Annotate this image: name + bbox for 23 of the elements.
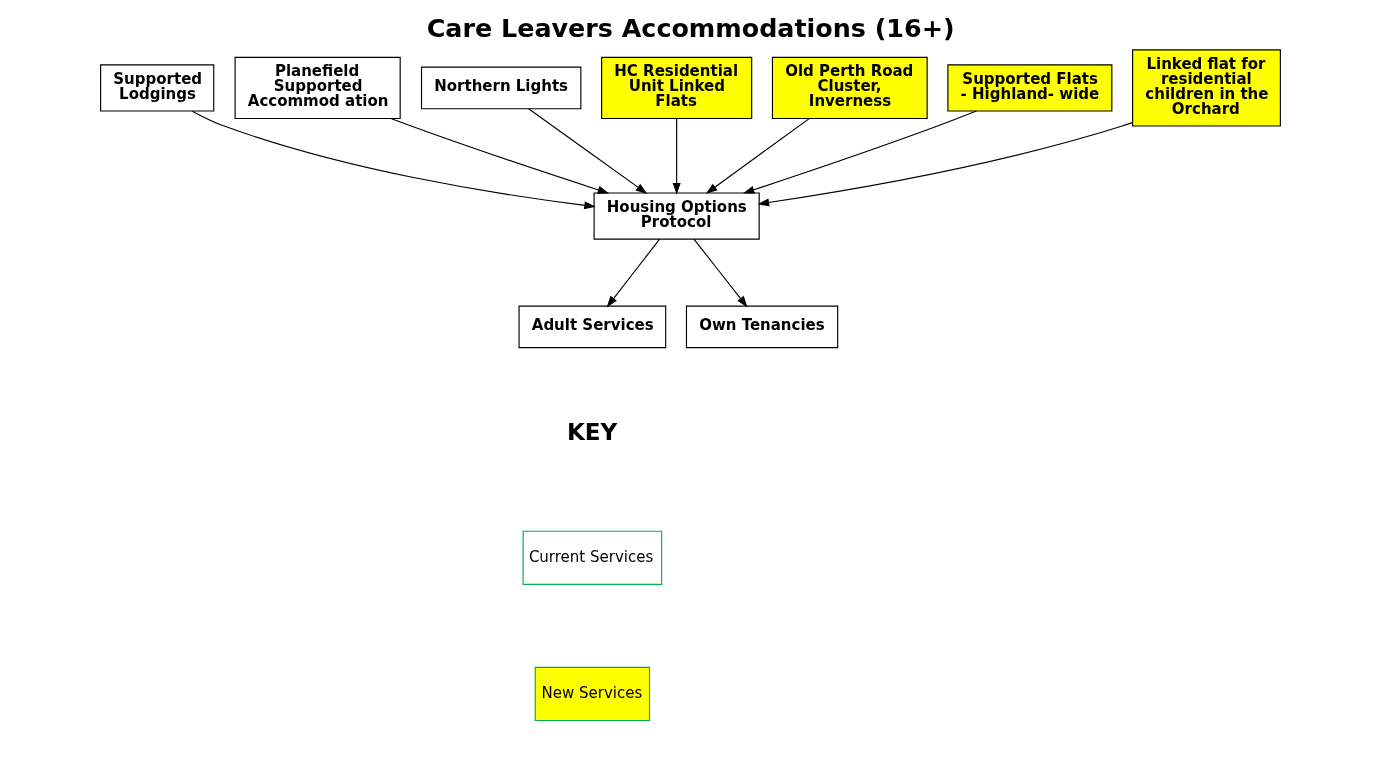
arrow xyxy=(705,118,810,194)
arrow xyxy=(672,118,681,195)
arrow xyxy=(757,122,1133,207)
node-box: Supported Lodgings xyxy=(100,64,215,112)
arrow xyxy=(390,118,610,194)
node-box: HC Residential Unit Linked Flats xyxy=(601,56,753,120)
arrow xyxy=(528,108,648,194)
node-box: Supported Flats - Highland- wide xyxy=(947,64,1113,112)
arrow xyxy=(191,110,596,210)
node-box: Housing Options Protocol xyxy=(593,192,760,240)
node-box: Planefield Supported Accommod ation xyxy=(234,56,401,120)
node-box: Adult Services xyxy=(518,305,667,349)
legend-label: Current Services xyxy=(528,547,654,566)
diagram-title: Care Leavers Accommodations (16+) xyxy=(426,12,955,43)
arrow xyxy=(606,238,661,308)
label: KEY xyxy=(566,419,618,446)
node-box: Northern Lights xyxy=(420,66,582,110)
arrow xyxy=(742,110,977,194)
legend-label: New Services xyxy=(541,683,643,702)
node-box: Linked flat for residential children in the Orchard xyxy=(1132,49,1281,127)
node-box: Own Tenancies xyxy=(685,305,839,349)
arrow xyxy=(693,238,748,308)
node-box: Old Perth Road Cluster, Inverness xyxy=(771,56,928,120)
